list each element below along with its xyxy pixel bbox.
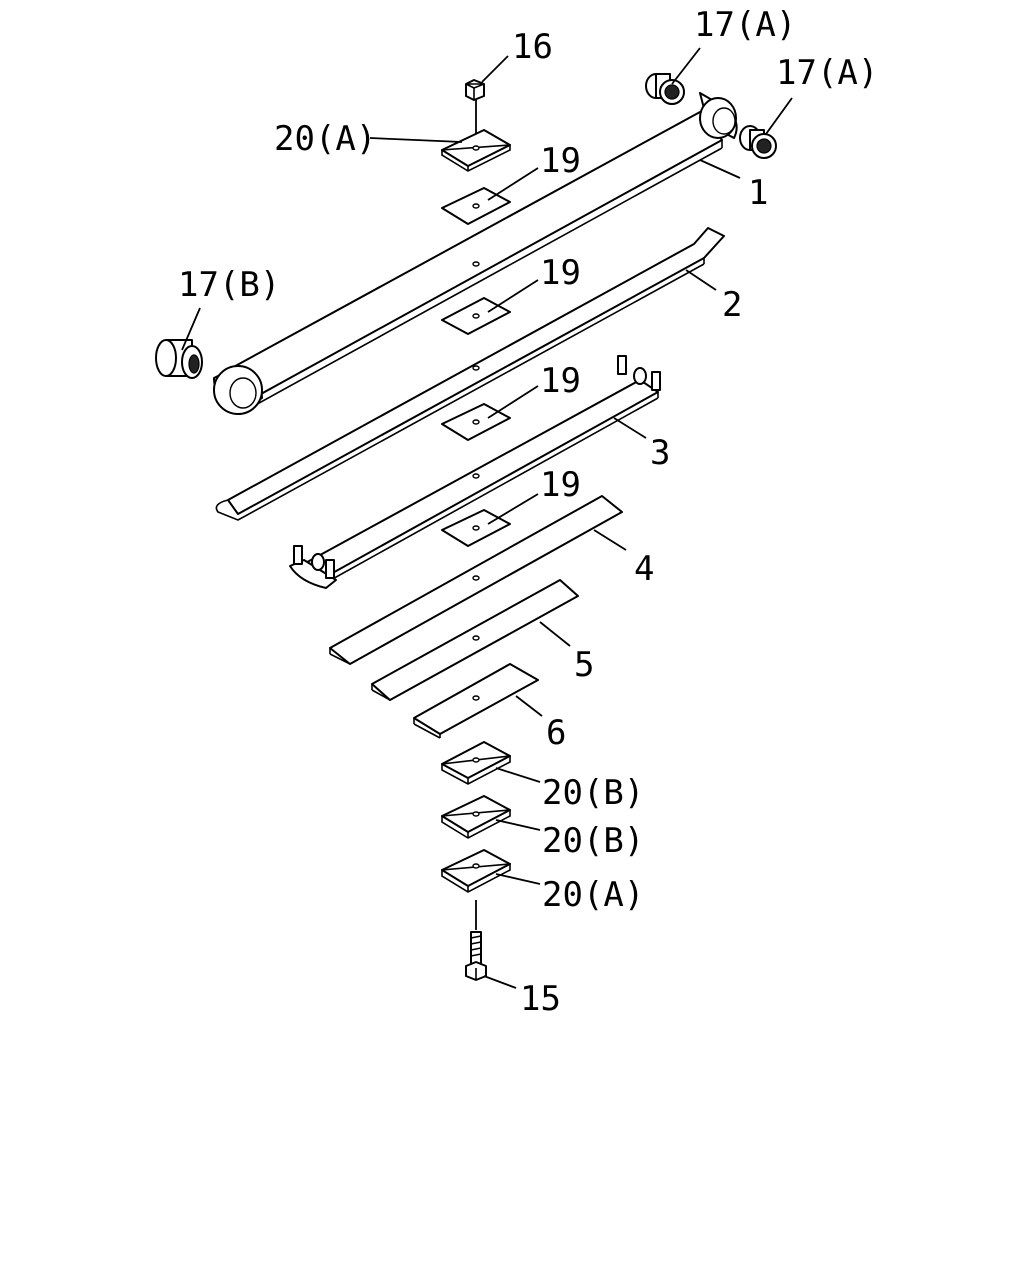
plate-20a-bottom [441, 849, 511, 893]
plate-20b-1 [441, 741, 511, 785]
leader-6 [515, 695, 543, 717]
callout-3: 3 [650, 433, 670, 473]
leader-19-3 [487, 385, 539, 419]
bushing-17a-left [645, 73, 685, 105]
plate-19-3 [441, 403, 511, 441]
leader-19-2 [487, 279, 539, 313]
callout-19-2: 19 [540, 253, 581, 293]
leader-20a-bottom [495, 873, 541, 885]
callout-20a-bottom: 20(A) [542, 875, 644, 915]
leader-19-1 [487, 167, 539, 201]
leaf-6 [413, 663, 539, 739]
leader-5 [539, 621, 571, 647]
callout-1: 1 [748, 173, 768, 213]
callout-17a-2: 17(A) [776, 53, 878, 93]
leader-19-4 [487, 493, 539, 525]
main-leaf-1 [213, 92, 738, 415]
leader-17a-2 [765, 97, 793, 135]
callout-19-4: 19 [540, 465, 581, 505]
callout-17a-1: 17(A) [694, 5, 796, 45]
leaf-2 [215, 227, 725, 521]
plate-20a-top [441, 129, 511, 172]
leader-16 [481, 55, 509, 83]
plate-19-4 [441, 509, 511, 547]
callout-19-1: 19 [540, 141, 581, 181]
leader-3 [613, 417, 647, 439]
plate-20b-2 [441, 795, 511, 839]
leader-20a-top [369, 137, 463, 143]
bushing-17b [155, 339, 203, 379]
callout-15: 15 [520, 979, 561, 1019]
leader-15 [483, 975, 517, 989]
callout-16: 16 [512, 27, 553, 67]
leader-2 [685, 269, 717, 291]
leader-17a-1 [671, 47, 701, 85]
callout-2: 2 [722, 285, 742, 325]
callout-20b-1: 20(B) [542, 773, 644, 813]
leader-17b [181, 307, 201, 351]
callout-20b-2: 20(B) [542, 821, 644, 861]
callout-6: 6 [546, 713, 566, 753]
leaf-3 [289, 355, 661, 589]
leaf-4 [329, 495, 623, 665]
callout-19-3: 19 [540, 361, 581, 401]
callout-4: 4 [634, 549, 654, 589]
leader-20b-2 [495, 819, 541, 831]
callout-5: 5 [574, 645, 594, 685]
leaf-5 [371, 579, 579, 701]
leader-4 [593, 529, 627, 551]
bushing-17a-right [739, 125, 777, 159]
plate-19-2 [441, 297, 511, 335]
bolt-15 [465, 931, 487, 981]
callout-17b: 17(B) [178, 265, 280, 305]
leader-1 [699, 159, 741, 179]
callout-20a-top: 20(A) [274, 119, 376, 159]
nut-16 [465, 79, 485, 101]
leader-20b-1 [495, 767, 541, 783]
